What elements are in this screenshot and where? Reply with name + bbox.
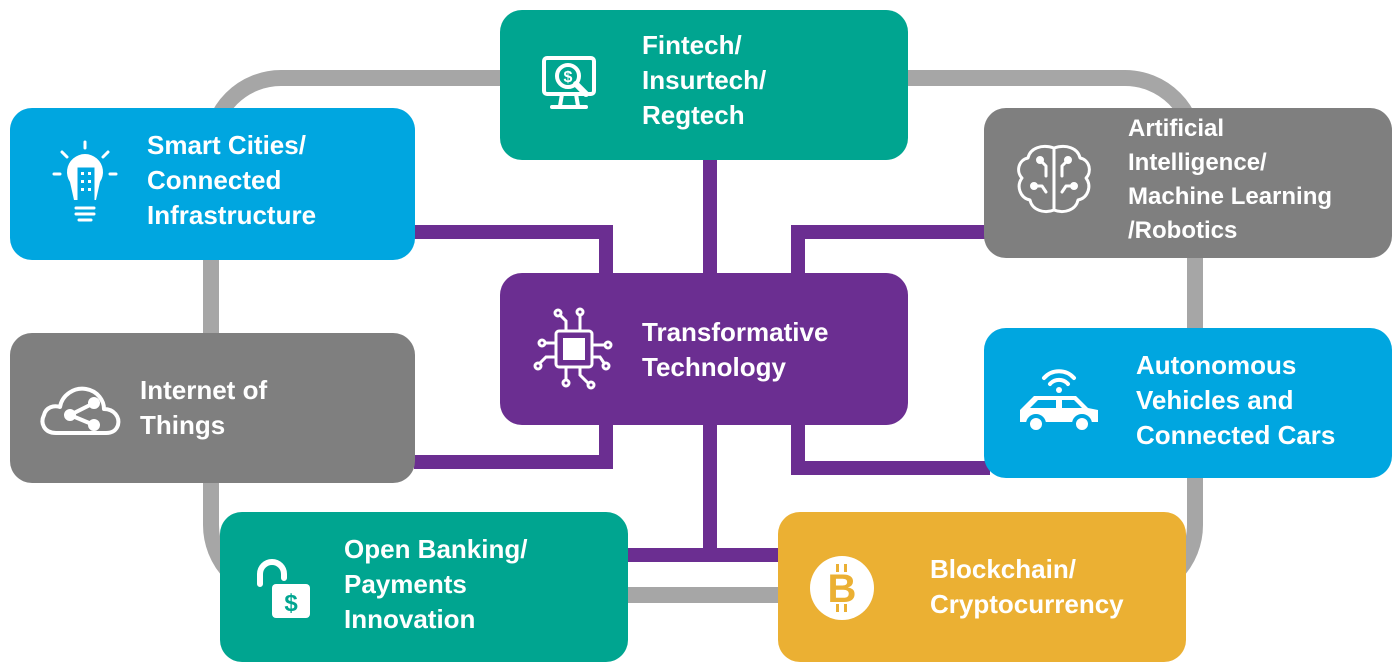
bitcoin-icon: B xyxy=(810,556,874,620)
connector-ai xyxy=(791,225,990,278)
monitor-dollar-search-icon: $ xyxy=(542,56,596,109)
node-center-label: Transformative Technology xyxy=(642,317,829,382)
node-blockchain: B Blockchain/ Cryptocurrency xyxy=(778,512,1186,662)
svg-text:$: $ xyxy=(284,590,298,617)
node-autonomous-label: Autonomous Vehicles and Connected Cars xyxy=(1136,350,1336,450)
node-center: Transformative Technology xyxy=(500,273,908,425)
node-smart-cities: Smart Cities/ Connected Infrastructure xyxy=(10,108,415,260)
purple-connectors xyxy=(414,160,990,562)
connector-smart-cities xyxy=(414,225,613,278)
node-open-banking: $ Open Banking/ Payments Innovation xyxy=(220,512,628,662)
unlocked-dollar-icon: $ xyxy=(257,559,310,618)
node-open-banking-label: Open Banking/ Payments Innovation xyxy=(344,534,528,634)
chip-icon xyxy=(533,307,613,390)
connector-autonomous xyxy=(791,420,990,475)
cloud-share-icon xyxy=(40,386,121,435)
brain-circuit-icon xyxy=(1017,144,1091,214)
node-fintech-label: Fintech/ Insurtech/ Regtech xyxy=(642,30,767,130)
node-fintech: $ Fintech/ Insurtech/ Regtech xyxy=(500,10,908,160)
connected-car-icon xyxy=(1020,369,1098,434)
lightbulb-building-icon xyxy=(52,140,118,222)
node-smart-cities-label: Smart Cities/ Connected Infrastructure xyxy=(147,130,317,230)
node-iot-label: Internet of Things xyxy=(140,375,268,440)
svg-text:B: B xyxy=(828,567,857,611)
connector-iot xyxy=(414,420,613,469)
node-blockchain-label: Blockchain/ Cryptocurrency xyxy=(930,554,1124,619)
node-ai-label: Artificial Intelligence/ Machine Learnin… xyxy=(1128,115,1333,244)
svg-text:$: $ xyxy=(564,69,573,86)
node-autonomous: Autonomous Vehicles and Connected Cars xyxy=(984,328,1392,478)
node-ai: Artificial Intelligence/ Machine Learnin… xyxy=(984,108,1392,258)
node-iot: Internet of Things xyxy=(10,333,415,483)
